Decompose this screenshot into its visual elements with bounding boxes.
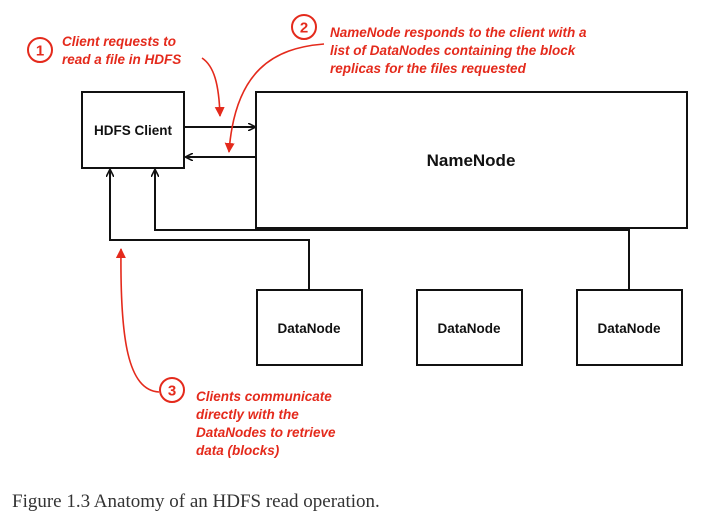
- step-1-number: 1: [36, 43, 44, 60]
- datanode-box-3: [576, 289, 683, 366]
- datanode1-to-client-connector: [110, 170, 310, 289]
- step-3-pointer: [115, 248, 160, 393]
- datanode-label-1: DataNode: [277, 321, 341, 336]
- step-2-line-2: list of DataNodes containing the block: [330, 43, 577, 58]
- datanode-label-3: DataNode: [597, 321, 661, 336]
- step-1-badge: [27, 37, 53, 63]
- step-3-number: 3: [168, 383, 176, 400]
- step-3-line-4: data (blocks): [196, 443, 280, 458]
- step-3-line-2: directly with the: [196, 407, 299, 422]
- step-3-line-1: Clients communicate: [196, 389, 332, 404]
- step-1-pointer: [201, 57, 225, 117]
- namenode-label: NameNode: [427, 151, 516, 170]
- step-1-line-2: read a file in HDFS: [62, 52, 181, 67]
- step-1-text: Client requests to read a file in HDFS: [62, 34, 181, 67]
- step-2-line-3: replicas for the files requested: [330, 61, 527, 76]
- datanode-box-2: [416, 289, 523, 366]
- step-2-pointer: [224, 43, 325, 153]
- namenode-box: [255, 91, 688, 229]
- datanode-box-1: [256, 289, 363, 366]
- datanode3-to-client-connector: [155, 170, 630, 289]
- step-2-text: NameNode responds to the client with a l…: [330, 25, 590, 76]
- hdfs-client-box: [81, 91, 185, 169]
- figure-caption: Figure 1.3 Anatomy of an HDFS read opera…: [12, 491, 380, 512]
- step-3-line-3: DataNodes to retrieve: [196, 425, 336, 440]
- step-3-badge: [159, 377, 185, 403]
- hdfs-client-label: HDFS Client: [94, 123, 173, 138]
- datanode-label-2: DataNode: [437, 321, 501, 336]
- step-2-number: 2: [300, 20, 308, 37]
- step-1-line-1: Client requests to: [62, 34, 176, 49]
- step-2-badge: [291, 14, 317, 40]
- step-3-text: Clients communicate directly with the Da…: [196, 389, 339, 458]
- step-2-line-1: NameNode responds to the client with a: [330, 25, 587, 40]
